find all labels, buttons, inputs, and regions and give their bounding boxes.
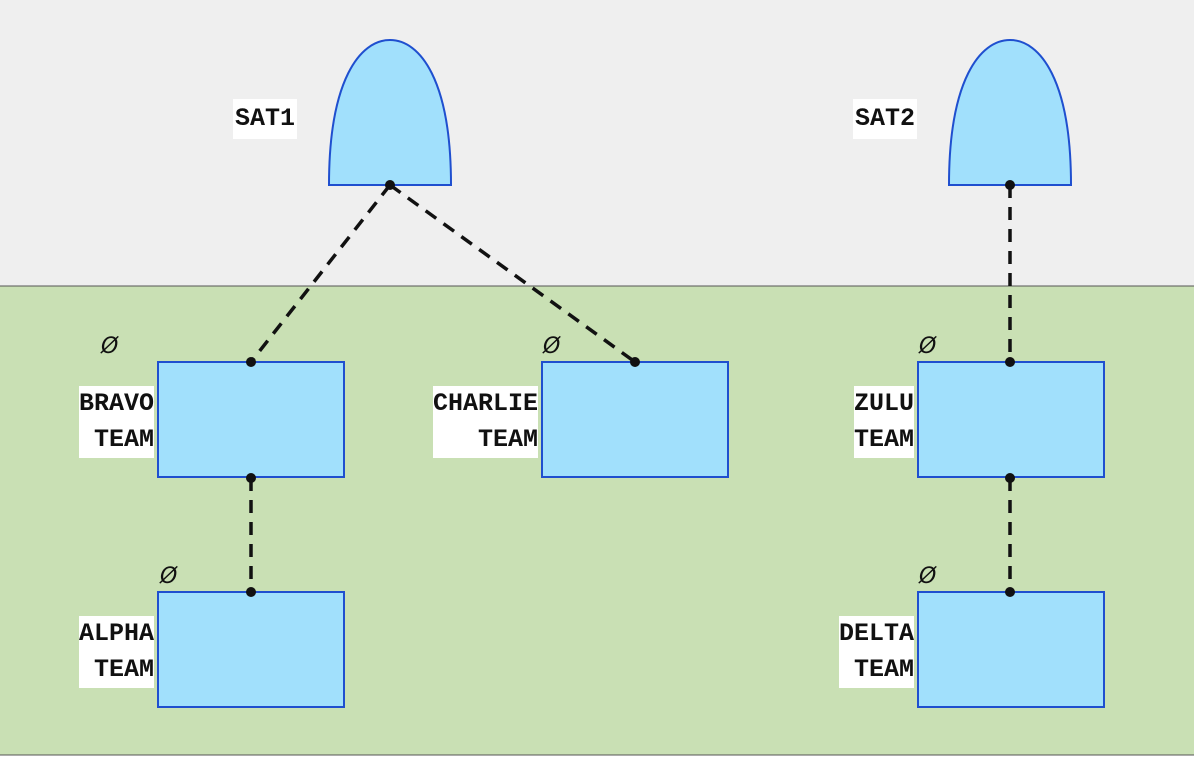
team-box-alpha[interactable] (157, 591, 345, 708)
team-name: ZULU (853, 389, 914, 418)
null-marker-bravo: Ø (101, 334, 119, 359)
team-label-zulu: ZULU TEAM (853, 386, 914, 458)
team-label-delta: DELTA TEAM (838, 616, 914, 688)
link-sat1-bravo (249, 183, 392, 364)
port-charlie-top (630, 357, 640, 367)
team-suffix: TEAM (853, 655, 914, 684)
port-bravo-bottom (246, 473, 256, 483)
team-label-bravo: BRAVO TEAM (78, 386, 154, 458)
port-bravo-top (246, 357, 256, 367)
team-name: BRAVO (78, 389, 154, 418)
team-name: CHARLIE (432, 389, 538, 418)
team-suffix: TEAM (477, 425, 538, 454)
team-suffix: TEAM (93, 425, 154, 454)
satellite-label-sat1: SAT1 (233, 99, 298, 139)
team-suffix: TEAM (853, 425, 914, 454)
team-label-charlie: CHARLIE TEAM (432, 386, 538, 458)
satellite-sat1-dish[interactable] (327, 38, 453, 186)
team-box-charlie[interactable] (541, 361, 729, 478)
null-marker-alpha: Ø (160, 564, 178, 589)
team-suffix: TEAM (93, 655, 154, 684)
team-label-alpha: ALPHA TEAM (78, 616, 154, 688)
link-sat1-charlie (388, 183, 637, 364)
team-name: DELTA (838, 619, 914, 648)
port-sat1 (385, 180, 395, 190)
port-zulu-top (1005, 357, 1015, 367)
team-name: ALPHA (78, 619, 154, 648)
port-delta-top (1005, 587, 1015, 597)
team-box-bravo[interactable] (157, 361, 345, 478)
satellite-sat2-dish[interactable] (947, 38, 1073, 186)
team-box-zulu[interactable] (917, 361, 1105, 478)
null-marker-delta: Ø (919, 564, 937, 589)
port-sat2 (1005, 180, 1015, 190)
port-alpha-top (246, 587, 256, 597)
team-box-delta[interactable] (917, 591, 1105, 708)
port-zulu-bottom (1005, 473, 1015, 483)
satellite-label-sat2: SAT2 (853, 99, 918, 139)
null-marker-zulu: Ø (919, 334, 937, 359)
null-marker-charlie: Ø (543, 334, 561, 359)
